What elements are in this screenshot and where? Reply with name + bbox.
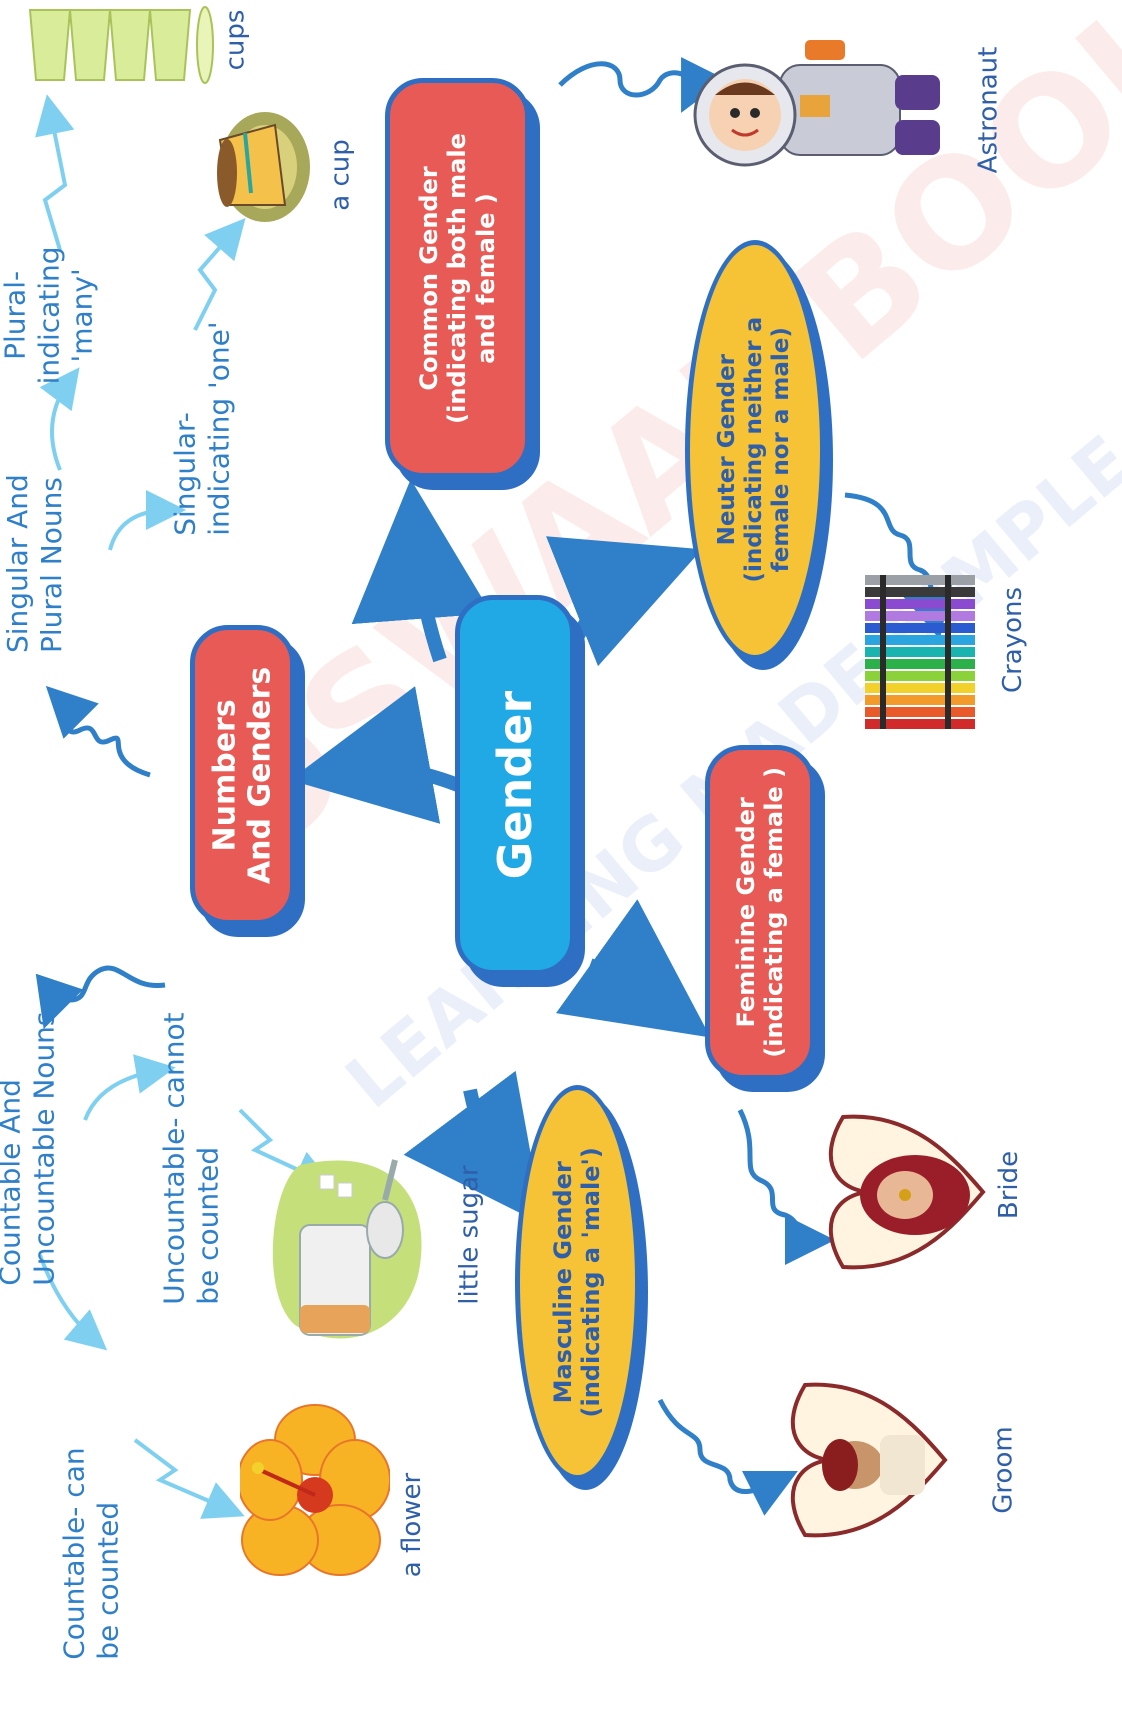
gender-center-label: Gender bbox=[487, 690, 542, 880]
bride-image bbox=[828, 1114, 986, 1270]
singular-plural-line2: Plural Nouns bbox=[34, 477, 68, 654]
singular-plural-line1: Singular And bbox=[0, 474, 34, 654]
arrow-cu-to-countable bbox=[38, 1254, 108, 1351]
countable-line1: Countable- can bbox=[57, 1447, 91, 1660]
neuter-gender-desc-1: (indicating neither a bbox=[741, 317, 768, 583]
groom-image bbox=[790, 1382, 948, 1538]
plural-line2: indicating bbox=[32, 246, 66, 385]
uncountable-label: Uncountable- cannot be counted bbox=[158, 1012, 225, 1304]
arrow-singular-to-cup bbox=[193, 217, 246, 331]
cups-image bbox=[28, 6, 214, 84]
numbers-genders-node[interactable]: Numbers And Genders bbox=[190, 625, 295, 925]
arrow-gender-to-masculine bbox=[403, 1070, 544, 1225]
singular-line2: indicating 'one' bbox=[202, 321, 236, 536]
countable-line2: be counted bbox=[91, 1501, 125, 1660]
plural-line3: 'many' bbox=[65, 268, 99, 363]
arrow-gender-to-feminine bbox=[555, 899, 711, 1038]
countable-label: Countable- can be counted bbox=[58, 1447, 125, 1659]
uncountable-line2: be counted bbox=[191, 1146, 225, 1305]
arrow-plural-to-cups bbox=[35, 94, 75, 251]
squiggle-numbers-to-countable bbox=[35, 965, 166, 1029]
arrow-singular-to-plural bbox=[39, 367, 80, 471]
squiggle-masculine-to-groom bbox=[657, 1398, 798, 1516]
astronaut-image bbox=[693, 40, 940, 167]
countable-uncountable-line2: Uncountable Nouns bbox=[27, 1011, 61, 1286]
plural-line1: Plural- bbox=[0, 270, 32, 360]
countable-uncountable-label: Countable And Uncountable Nouns bbox=[0, 1011, 61, 1285]
gender-center-node[interactable]: Gender bbox=[455, 595, 575, 975]
masculine-gender-title: Masculine Gender bbox=[549, 1161, 578, 1404]
arrow-singular-to-singular bbox=[108, 490, 186, 551]
caption-cup: a cup bbox=[325, 139, 356, 211]
numbers-genders-label-2: And Genders bbox=[242, 666, 278, 884]
common-gender-node[interactable]: Common Gender (indicating both male and … bbox=[385, 78, 530, 478]
feminine-gender-node[interactable]: Feminine Gender (indicating a female ) bbox=[705, 745, 815, 1080]
arrow-gender-to-neuter bbox=[545, 536, 702, 667]
arrow-countable-to-flower bbox=[133, 1438, 245, 1519]
plural-label: Plural- indicating 'many' bbox=[0, 246, 99, 384]
common-gender-desc-1: (indicating both male bbox=[443, 132, 472, 424]
feminine-gender-title: Feminine Gender bbox=[731, 797, 760, 1028]
feminine-gender-desc: (indicating a female ) bbox=[760, 767, 789, 1058]
neuter-gender-desc-2: female nor a male) bbox=[768, 327, 795, 573]
numbers-genders-label-1: Numbers bbox=[207, 698, 243, 852]
arrow-gender-to-numbers bbox=[289, 686, 473, 824]
common-gender-title: Common Gender bbox=[415, 165, 444, 391]
arrow-uncountable-to-sugar bbox=[238, 1108, 335, 1189]
singular-line1: Singular- bbox=[168, 412, 202, 536]
masculine-gender-desc: (indicating a 'male') bbox=[577, 1147, 606, 1418]
crayons-image bbox=[865, 575, 975, 729]
countable-uncountable-line1: Countable And bbox=[0, 1079, 27, 1286]
arrow-cu-to-uncountable bbox=[83, 1054, 176, 1121]
uncountable-line1: Uncountable- cannot bbox=[157, 1012, 191, 1305]
arrow-gender-to-common bbox=[351, 479, 492, 663]
common-gender-desc-2: and female ) bbox=[471, 192, 500, 364]
caption-cups: cups bbox=[220, 9, 251, 71]
caption-astronaut: Astronaut bbox=[973, 46, 1004, 174]
caption-crayons: Crayons bbox=[998, 586, 1029, 694]
singular-label: Singular- indicating 'one' bbox=[169, 321, 236, 535]
caption-bride: Bride bbox=[994, 1150, 1025, 1220]
masculine-gender-node[interactable]: Masculine Gender (indicating a 'male') bbox=[515, 1085, 640, 1480]
singular-plural-label: Singular And Plural Nouns bbox=[1, 474, 68, 653]
neuter-gender-node[interactable]: Neuter Gender (indicating neither a fema… bbox=[685, 240, 825, 660]
flower-image bbox=[240, 1404, 390, 1576]
caption-sugar: little sugar bbox=[454, 1165, 485, 1305]
sugar-image bbox=[272, 1159, 422, 1339]
squiggle-numbers-to-singular bbox=[45, 685, 151, 778]
squiggle-common-to-astronaut bbox=[558, 56, 726, 113]
cup-image bbox=[217, 112, 310, 222]
caption-flower: a flower bbox=[397, 1472, 428, 1578]
caption-groom: Groom bbox=[988, 1426, 1019, 1514]
squiggle-feminine-to-bride bbox=[737, 1108, 835, 1265]
neuter-gender-title: Neuter Gender bbox=[714, 354, 741, 546]
